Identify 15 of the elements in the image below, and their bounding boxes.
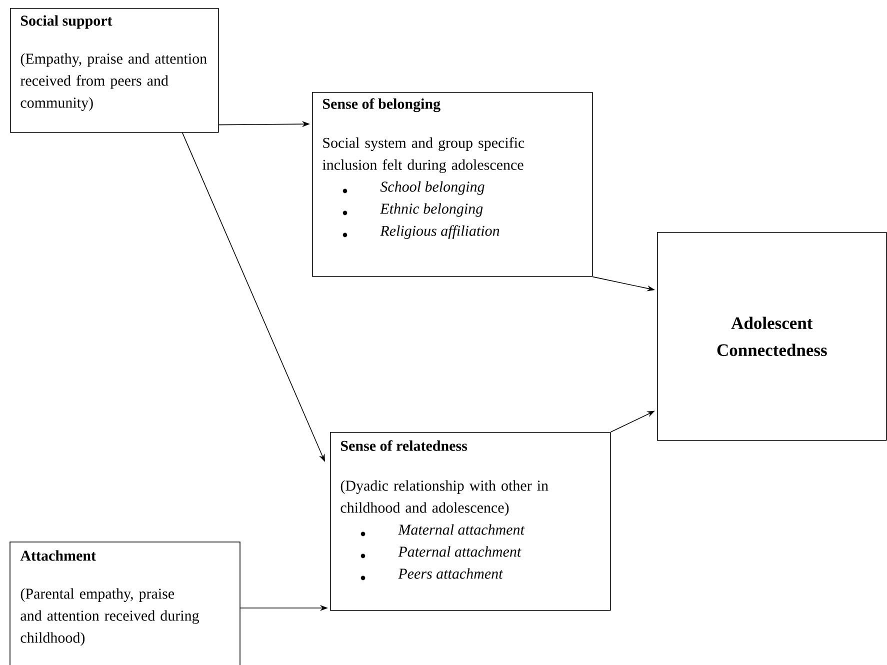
bullet-item: Religious affiliation: [380, 225, 500, 239]
box-description: (Empathy, praise and attention received from peers and community): [20, 53, 207, 111]
box-description: Social system and group specific inclusion felt during adolescence: [322, 137, 524, 173]
box-heading: Sense of relatedness: [341, 440, 468, 451]
box-title: Adolescent Connectedness: [717, 316, 827, 356]
box-heading: Attachment: [20, 550, 96, 561]
bullet-item: Maternal attachment: [398, 524, 525, 535]
bullet-item: Paternal attachment: [398, 546, 522, 557]
bullet-item: Ethnic belonging: [380, 203, 483, 217]
bullet-item: School belonging: [380, 181, 484, 195]
box-heading: Social support: [21, 15, 112, 29]
box-description: (Parental empathy, praise and attention received during childhood): [20, 588, 200, 646]
bullet-item: Peers attachment: [398, 568, 504, 579]
box-description: (Dyadic relationship with other in childhood and adolescence): [340, 480, 548, 516]
box-heading: Sense of belonging: [323, 98, 440, 112]
